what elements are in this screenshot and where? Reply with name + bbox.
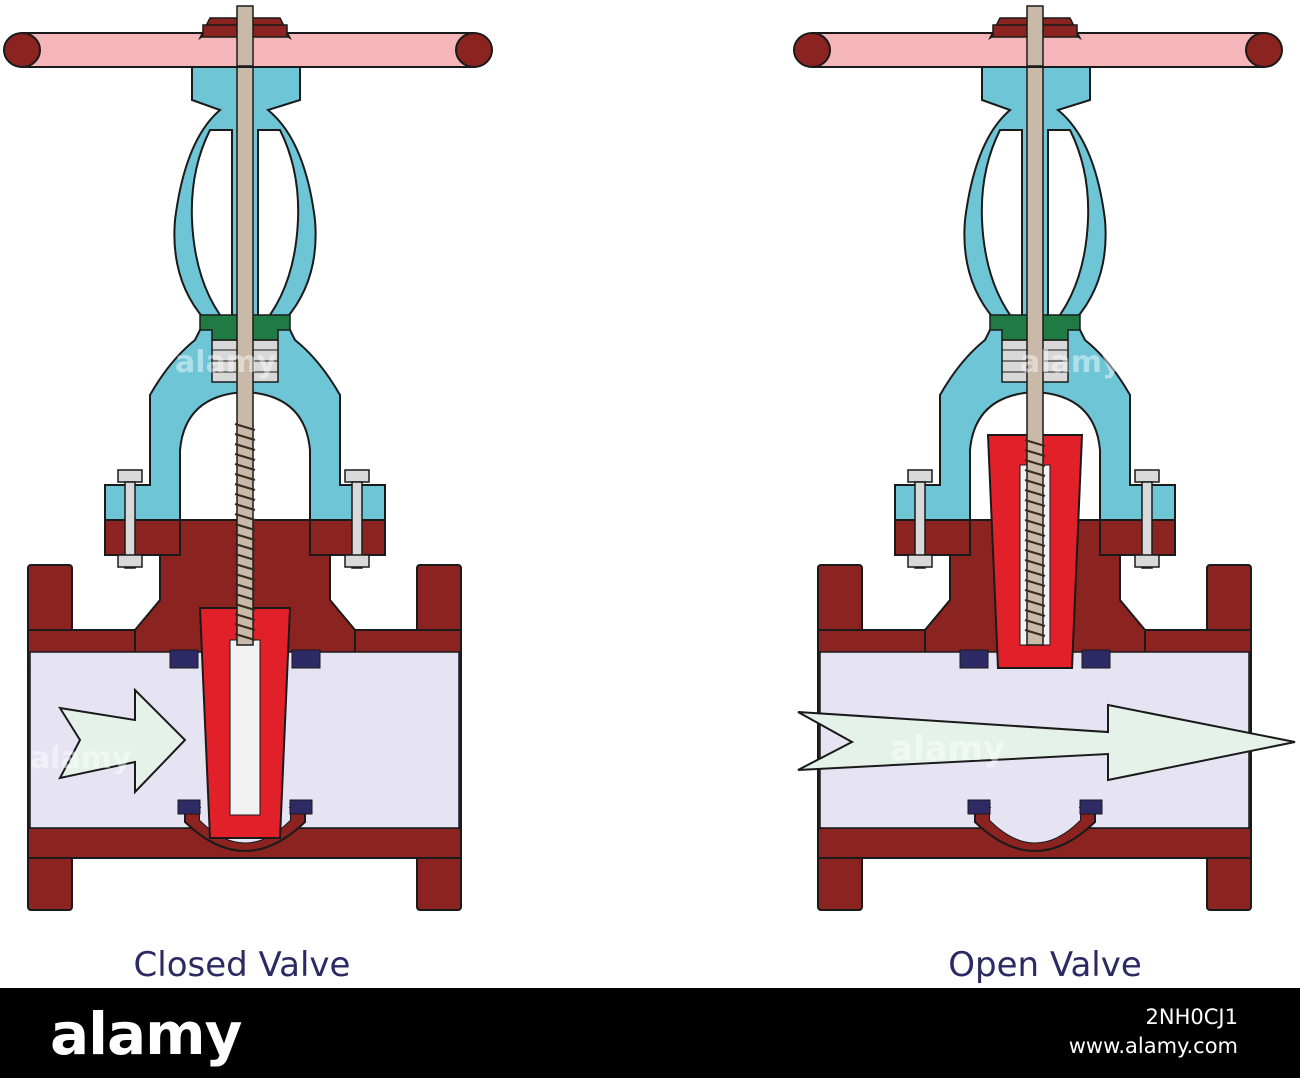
handwheel-end	[455, 32, 493, 68]
flow-arrow	[57, 687, 187, 795]
seat-ring-upper-left	[169, 649, 199, 669]
watermark-text: alamy	[30, 741, 132, 776]
bonnet-flange	[1099, 519, 1176, 556]
handwheel-end	[793, 32, 831, 68]
bonnet-flange	[894, 519, 971, 556]
handwheel-end	[3, 32, 41, 68]
watermark-text: alamy	[890, 729, 1005, 769]
watermark-text: alamy	[175, 345, 277, 380]
valve-stem	[236, 19, 254, 646]
seat-ring-upper-left	[959, 649, 989, 669]
seat-ring-lower-left	[177, 799, 201, 815]
bonnet-bolt	[344, 469, 370, 569]
watermark-text: alamy	[1020, 345, 1122, 380]
bonnet-bolt	[907, 469, 933, 569]
image-id: 2NH0CJ1	[1145, 1005, 1238, 1029]
stock-footer-bar: alamy 2NH0CJ1 www.alamy.com	[0, 988, 1300, 1078]
open-valve-diagram	[793, 5, 1296, 911]
handwheel-end	[1245, 32, 1283, 68]
alamy-logo: alamy	[50, 1000, 242, 1068]
seat-cavity-inner	[990, 808, 1080, 843]
closed-valve-diagram	[3, 5, 493, 911]
valve-stem-top	[236, 5, 254, 67]
stem-threads	[1024, 438, 1046, 638]
bonnet-bolt	[117, 469, 143, 569]
footer-url: www.alamy.com	[1068, 1034, 1238, 1058]
valve-stem-top	[1026, 5, 1044, 67]
seat-ring-lower-right	[289, 799, 313, 815]
seat-ring-upper-right	[1081, 649, 1111, 669]
closed-valve-caption: Closed Valve	[133, 945, 351, 985]
stem-threads	[234, 422, 256, 642]
bonnet-bolt	[1134, 469, 1160, 569]
gate-core	[229, 639, 261, 816]
seat-ring-lower-right	[1079, 799, 1103, 815]
bonnet-flange	[104, 519, 181, 556]
open-valve-caption: Open Valve	[948, 945, 1142, 985]
seat-ring-lower-left	[967, 799, 991, 815]
flow-arrow	[797, 703, 1296, 782]
seat-ring-upper-right	[291, 649, 321, 669]
bonnet-flange	[309, 519, 386, 556]
